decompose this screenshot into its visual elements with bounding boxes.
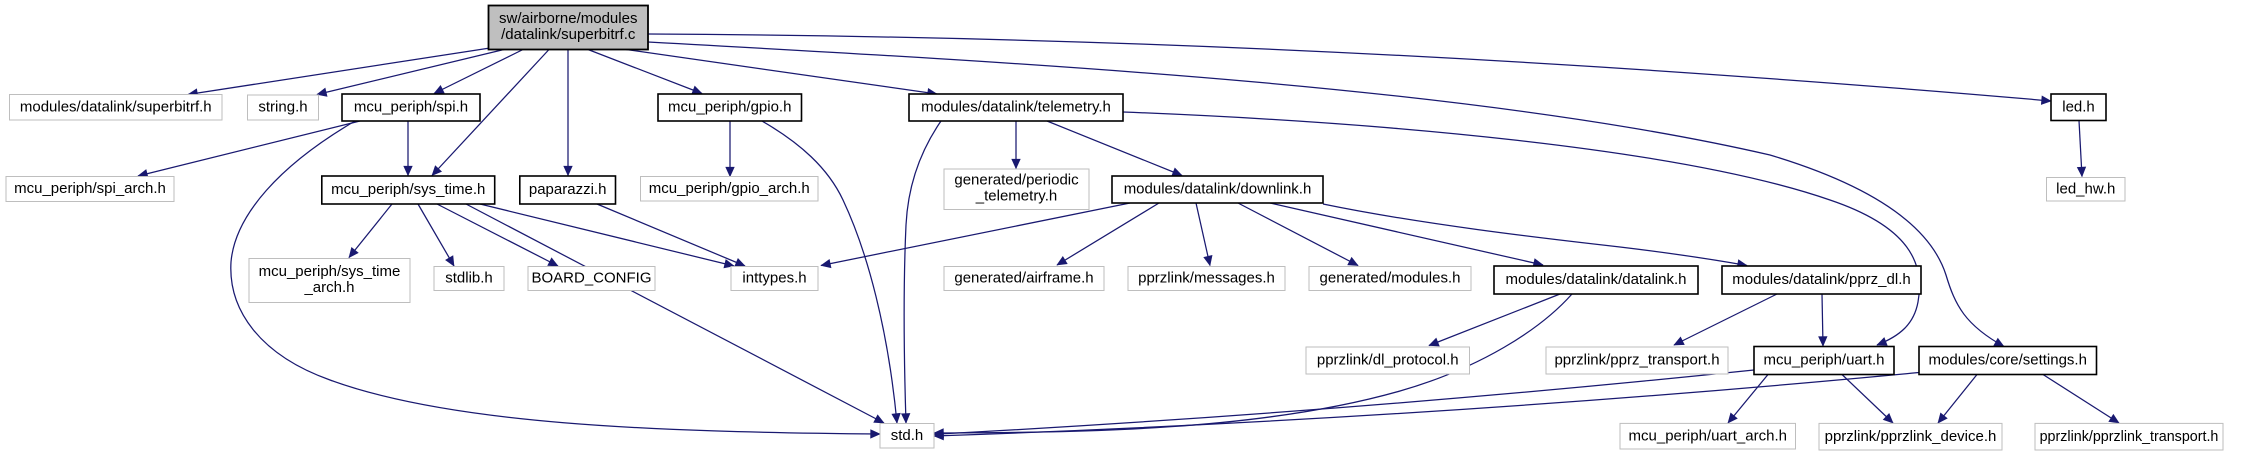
- svg-text:_arch.h: _arch.h: [303, 279, 354, 296]
- svg-text:mcu_periph/gpio.h: mcu_periph/gpio.h: [668, 99, 791, 116]
- svg-text:mcu_periph/uart_arch.h: mcu_periph/uart_arch.h: [1629, 427, 1787, 444]
- svg-text:std.h: std.h: [891, 427, 924, 444]
- svg-text:modules/core/settings.h: modules/core/settings.h: [1929, 352, 2087, 369]
- svg-text:sw/airborne/modules: sw/airborne/modules: [499, 10, 637, 27]
- svg-text:_telemetry.h: _telemetry.h: [975, 188, 1057, 205]
- svg-text:led.h: led.h: [2062, 98, 2095, 115]
- svg-text:modules/datalink/datalink.h: modules/datalink/datalink.h: [1506, 271, 1687, 288]
- svg-text:pprzlink/pprzlink_device.h: pprzlink/pprzlink_device.h: [1825, 428, 1997, 445]
- svg-text:modules/datalink/pprz_dl.h: modules/datalink/pprz_dl.h: [1732, 271, 1910, 288]
- svg-text:generated/periodic: generated/periodic: [954, 172, 1079, 189]
- svg-text:string.h: string.h: [258, 99, 307, 116]
- svg-text:modules/datalink/superbitrf.h: modules/datalink/superbitrf.h: [20, 98, 212, 115]
- svg-text:mcu_periph/spi.h: mcu_periph/spi.h: [354, 99, 468, 116]
- svg-text:inttypes.h: inttypes.h: [742, 270, 806, 287]
- svg-text:paparazzi.h: paparazzi.h: [529, 181, 607, 198]
- svg-text:BOARD_CONFIG: BOARD_CONFIG: [531, 270, 651, 287]
- svg-text:pprzlink/pprz_transport.h: pprzlink/pprz_transport.h: [1554, 352, 1719, 369]
- svg-text:/datalink/superbitrf.c: /datalink/superbitrf.c: [501, 26, 636, 43]
- svg-text:mcu_periph/sys_time: mcu_periph/sys_time: [259, 263, 401, 280]
- svg-text:pprzlink/pprzlink_transport.h: pprzlink/pprzlink_transport.h: [2040, 429, 2219, 445]
- svg-text:mcu_periph/spi_arch.h: mcu_periph/spi_arch.h: [14, 180, 166, 197]
- svg-text:modules/datalink/telemetry.h: modules/datalink/telemetry.h: [921, 99, 1111, 116]
- svg-text:generated/modules.h: generated/modules.h: [1320, 270, 1461, 287]
- svg-text:stdlib.h: stdlib.h: [445, 270, 493, 287]
- svg-text:mcu_periph/sys_time.h: mcu_periph/sys_time.h: [331, 181, 485, 198]
- svg-text:pprzlink/messages.h: pprzlink/messages.h: [1138, 270, 1275, 287]
- svg-text:mcu_periph/uart.h: mcu_periph/uart.h: [1764, 352, 1885, 369]
- svg-text:led_hw.h: led_hw.h: [2056, 180, 2115, 197]
- svg-text:modules/datalink/downlink.h: modules/datalink/downlink.h: [1124, 181, 1312, 198]
- svg-text:pprzlink/dl_protocol.h: pprzlink/dl_protocol.h: [1317, 352, 1459, 369]
- svg-text:mcu_periph/gpio_arch.h: mcu_periph/gpio_arch.h: [649, 180, 810, 197]
- svg-text:generated/airframe.h: generated/airframe.h: [954, 270, 1093, 287]
